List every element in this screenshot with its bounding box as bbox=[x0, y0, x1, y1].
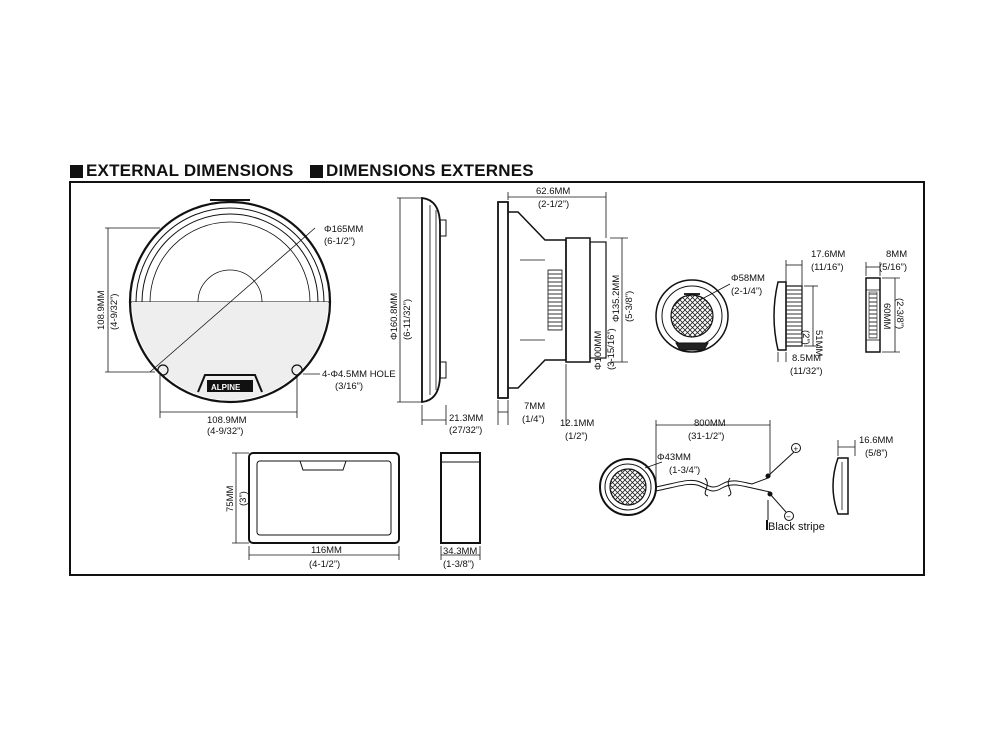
woofer-top-mm: 62.6MM bbox=[536, 186, 570, 197]
title-fr-text: DIMENSIONS EXTERNES bbox=[326, 161, 534, 180]
woofer-side-dims bbox=[497, 192, 628, 425]
crossover-depth-mm: 34.3MM bbox=[443, 546, 477, 557]
black-stripe-label: Black stripe bbox=[768, 521, 825, 533]
cable-length-in: (31-1/2”) bbox=[688, 431, 724, 442]
crossover-side bbox=[440, 452, 481, 544]
drawing-frame bbox=[69, 181, 925, 576]
tweeter-side bbox=[832, 457, 849, 515]
ring-depth-in: (5/16”) bbox=[879, 262, 907, 273]
tweeter-cup-depth-mm: 17.6MM bbox=[811, 249, 845, 260]
crossover-width-mm: 116MM bbox=[311, 545, 342, 556]
ring-height-in: (2-3/8”) bbox=[894, 298, 905, 329]
tweeter-dia-mm: Φ43MM bbox=[657, 452, 691, 463]
woofer-width-mm: 108.9MM bbox=[207, 415, 247, 426]
grille-depth-mm: 21.3MM bbox=[449, 413, 483, 424]
woofer-dia-mm: Φ165MM bbox=[324, 224, 363, 235]
tweeter-cup-dia-in: (2-1/4”) bbox=[731, 286, 762, 297]
tweeter-cable bbox=[655, 443, 801, 521]
tweeter-cup-dia-mm: Φ58MM bbox=[731, 273, 765, 284]
tweeter-cup-depth-in: (11/16”) bbox=[811, 262, 844, 273]
woofer-front-view bbox=[128, 199, 332, 404]
tweeter-cup-front bbox=[655, 279, 729, 353]
tweeter-cup-height-in: (2”) bbox=[800, 330, 811, 345]
flange-mm: 7MM bbox=[524, 401, 545, 412]
grille-side-dims bbox=[397, 197, 447, 425]
section-title-en: EXTERNAL DIMENSIONS bbox=[70, 161, 294, 181]
square-bullet-icon bbox=[310, 164, 323, 178]
tweeter-cup-side bbox=[773, 281, 803, 351]
tweeter-side-dims bbox=[837, 440, 856, 456]
crossover-side-dims bbox=[440, 546, 481, 560]
woofer-depth-in: (1/2”) bbox=[565, 431, 588, 442]
magnet-dia-in: (5-3/8”) bbox=[624, 291, 635, 322]
tweeter-cup-height-mm: 51MM bbox=[813, 330, 824, 356]
woofer-front-dims bbox=[105, 227, 320, 418]
mount-hole-mm: 4-Φ4.5MM HOLE bbox=[322, 369, 396, 380]
tweeter-cup-dims bbox=[777, 260, 818, 362]
section-title-fr: DIMENSIONS EXTERNES bbox=[310, 161, 534, 181]
plus-terminal-icon: + bbox=[794, 445, 799, 454]
grille-dia-in: (6-11/32”) bbox=[402, 299, 413, 340]
ring-height-mm: 60MM bbox=[881, 303, 892, 329]
woofer-top-in: (2-1/2”) bbox=[538, 199, 569, 210]
tweeter-depth-mm: 16.6MM bbox=[859, 435, 893, 446]
minus-terminal-icon: − bbox=[786, 513, 791, 522]
tweeter-cup-flange-mm: 8.5MM bbox=[792, 353, 821, 364]
grille-side-view bbox=[421, 196, 447, 404]
crossover-front bbox=[248, 452, 400, 544]
crossover-depth-in: (1-3/8”) bbox=[443, 559, 474, 570]
woofer-width-in: (4-9/32”) bbox=[207, 426, 243, 437]
stripe-leader bbox=[766, 520, 768, 530]
cable-length-mm: 800MM bbox=[694, 418, 726, 429]
basket-dia-in: (3-15/16”) bbox=[606, 328, 617, 370]
flange-in: (1/4”) bbox=[522, 414, 545, 425]
tweeter-depth-in: (5/8”) bbox=[865, 448, 888, 459]
grille-dia-mm: Φ160.8MM bbox=[389, 293, 400, 340]
woofer-depth-mm: 12.1MM bbox=[560, 418, 594, 429]
square-bullet-icon bbox=[70, 164, 83, 178]
woofer-side-view bbox=[497, 201, 607, 399]
woofer-height-mm: 108.9MM bbox=[96, 290, 107, 330]
crossover-width-in: (4-1/2”) bbox=[309, 559, 340, 570]
woofer-height-in: (4-9/32”) bbox=[109, 294, 120, 330]
tweeter-cable-dims bbox=[644, 420, 771, 486]
magnet-dia-mm: Φ135.2MM bbox=[611, 275, 622, 322]
tweeter-front bbox=[599, 458, 657, 516]
tweeter-dia-in: (1-3/4”) bbox=[669, 465, 700, 476]
crossover-dims bbox=[232, 452, 400, 560]
crossover-height-in: (3”) bbox=[238, 491, 249, 506]
grille-depth-in: (27/32”) bbox=[449, 425, 482, 436]
ring-depth-mm: 8MM bbox=[886, 249, 907, 260]
tweeter-ring-dims bbox=[865, 262, 900, 353]
title-en-text: EXTERNAL DIMENSIONS bbox=[86, 161, 294, 180]
crossover-height-mm: 75MM bbox=[225, 486, 236, 512]
basket-dia-mm: Φ100MM bbox=[593, 331, 604, 370]
alpine-logo: ALPINE bbox=[211, 383, 241, 392]
tweeter-cup-flange-in: (11/32”) bbox=[790, 366, 823, 377]
mount-hole-in: (3/16”) bbox=[335, 381, 363, 392]
woofer-dia-in: (6-1/2”) bbox=[324, 236, 355, 247]
tweeter-ring-side bbox=[865, 277, 881, 353]
tweeter-cup-leader bbox=[699, 283, 731, 301]
